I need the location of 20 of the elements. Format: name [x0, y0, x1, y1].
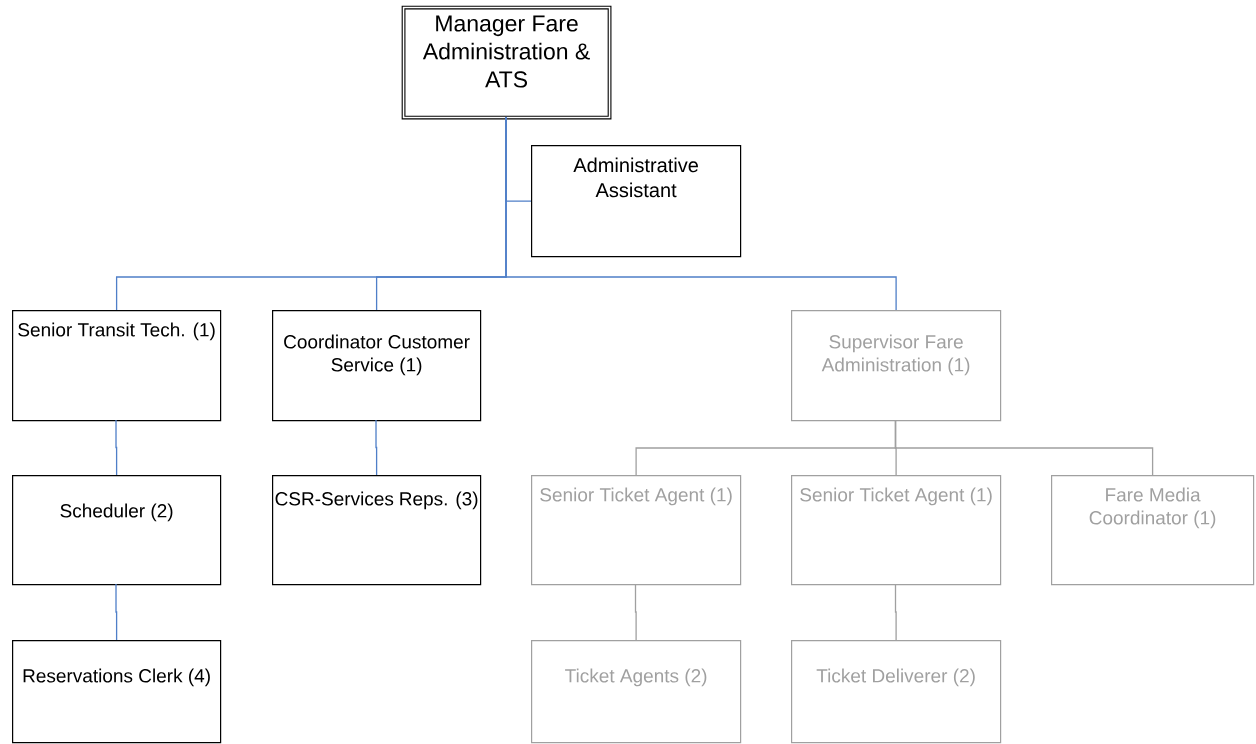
position-box: Reservations Clerk (4) — [12, 640, 222, 744]
position-box: Senior Ticket Agent (1) — [531, 475, 742, 586]
position-box: Coordinator Customer Service (1) — [272, 310, 482, 422]
position-box: Ticket Agents (2) — [531, 640, 742, 744]
position-box: Administrative Assistant — [531, 145, 742, 258]
connector-line — [894, 583, 897, 641]
connector-line — [505, 116, 897, 311]
connector-line — [115, 419, 118, 476]
position-box: CSR-Services Reps. (3) — [272, 475, 482, 586]
manager-box: Manager Fare Administration & ATS — [401, 5, 612, 120]
connector-line — [634, 583, 637, 641]
position-box: Supervisor Fare Administration (1) — [791, 310, 1002, 422]
position-box: Scheduler (2) — [12, 475, 222, 586]
position-box: Senior Ticket Agent (1) — [791, 475, 1002, 586]
connector-line — [375, 419, 378, 476]
position-box: Ticket Deliverer (2) — [791, 640, 1002, 744]
position-box: Senior Transit Tech. (1) — [12, 310, 222, 422]
connector-line — [894, 419, 1154, 476]
connector-line — [115, 583, 118, 641]
position-box: Fare Media Coordinator (1) — [1051, 475, 1255, 586]
